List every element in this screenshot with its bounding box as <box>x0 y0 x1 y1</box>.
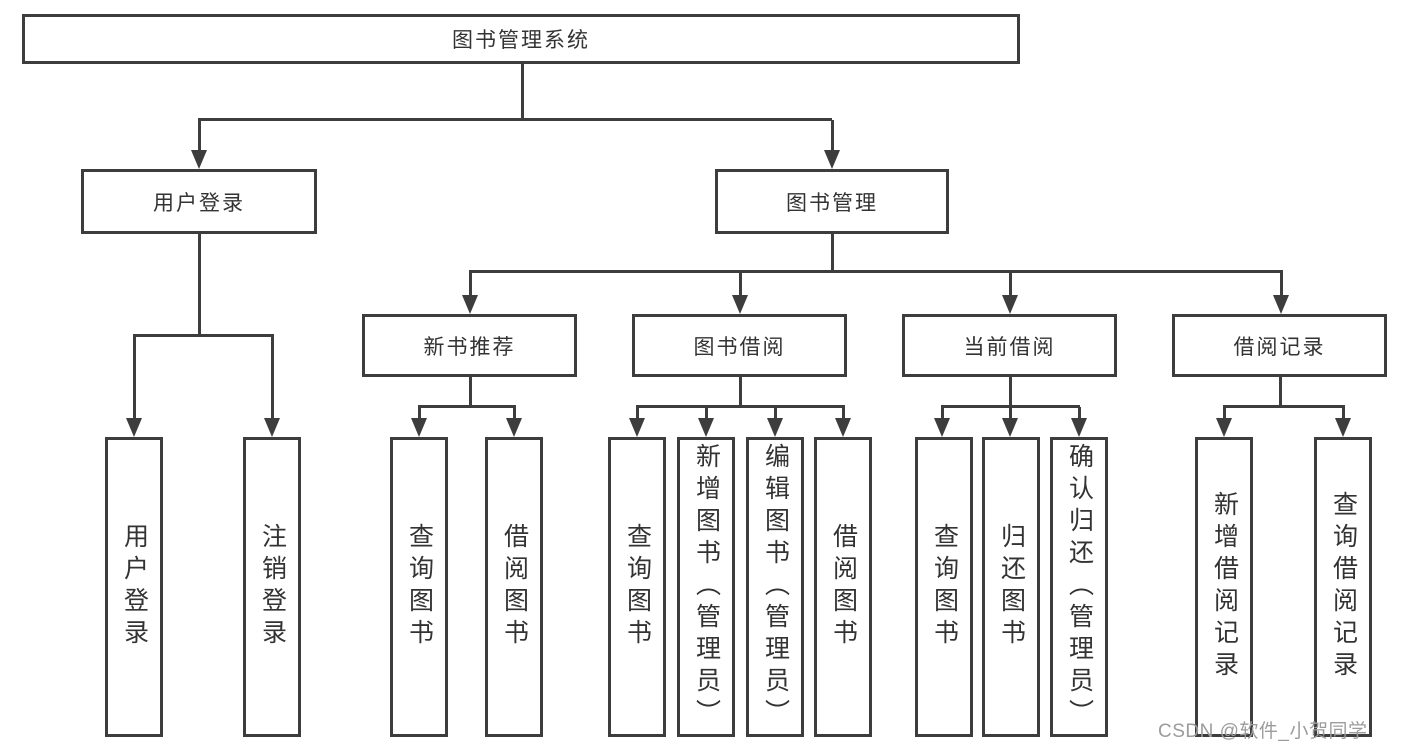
node-user-login: 用户登录 <box>81 169 317 234</box>
connector-line <box>1008 272 1012 296</box>
connector-line <box>468 377 472 407</box>
connector-line <box>197 234 201 336</box>
arrowhead-icon <box>1002 295 1018 314</box>
connector-line <box>468 270 1283 273</box>
connector-line <box>512 407 516 421</box>
connector-line <box>940 407 944 421</box>
connector-line <box>1077 407 1081 421</box>
connector-line <box>738 272 742 296</box>
leaf-return-books: 归还图书 <box>982 437 1040 737</box>
connector-line <box>197 120 201 151</box>
leaf-add-books-admin: 新增图书（管理员） <box>677 437 735 737</box>
connector-line <box>738 377 742 407</box>
leaf-confirm-return-admin: 确认归还（管理员） <box>1050 437 1108 737</box>
arrowhead-icon <box>1216 418 1232 437</box>
leaf-edit-books-admin: 编辑图书（管理员） <box>746 437 804 737</box>
connector-line <box>704 407 708 421</box>
arrowhead-icon <box>1071 418 1087 437</box>
connector-line <box>417 405 516 408</box>
node-borrowing-records: 借阅记录 <box>1172 314 1387 377</box>
arrowhead-icon <box>629 418 645 437</box>
connector-line <box>940 405 1080 408</box>
connector-line <box>635 405 845 408</box>
leaf-borrow-books-2: 借阅图书 <box>814 437 872 737</box>
node-root: 图书管理系统 <box>22 14 1020 64</box>
connector-line <box>270 336 274 419</box>
connector-line <box>1008 407 1012 421</box>
leaf-query-books-1: 查询图书 <box>390 437 448 737</box>
connector-line <box>830 120 834 151</box>
connector-line <box>1008 377 1012 407</box>
arrowhead-icon <box>835 418 851 437</box>
connector-line <box>197 118 832 121</box>
leaf-query-books-2: 查询图书 <box>608 437 666 737</box>
arrowhead-icon <box>1273 295 1289 314</box>
leaf-query-borrow-record: 查询借阅记录 <box>1314 437 1372 737</box>
connector-line <box>773 407 777 421</box>
leaf-borrow-books-1: 借阅图书 <box>485 437 543 737</box>
connector-line <box>635 407 639 421</box>
node-book-management: 图书管理 <box>715 169 949 234</box>
connector-line <box>1222 405 1345 408</box>
arrowhead-icon <box>1002 418 1018 437</box>
leaf-logout: 注销登录 <box>243 437 301 737</box>
arrowhead-icon <box>698 418 714 437</box>
arrowhead-icon <box>126 418 142 437</box>
connector-line <box>520 64 524 120</box>
node-book-borrowing: 图书借阅 <box>632 314 847 377</box>
arrowhead-icon <box>824 150 840 169</box>
arrowhead-icon <box>411 418 427 437</box>
node-current-borrowing: 当前借阅 <box>902 314 1117 377</box>
arrowhead-icon <box>264 418 280 437</box>
connector-line <box>1341 407 1345 421</box>
leaf-user-login: 用户登录 <box>105 437 163 737</box>
arrowhead-icon <box>1335 418 1351 437</box>
arrowhead-icon <box>767 418 783 437</box>
arrowhead-icon <box>191 150 207 169</box>
connector-line <box>830 234 834 272</box>
csdn-watermark: CSDN @软件_小贺同学 <box>1158 721 1368 742</box>
arrowhead-icon <box>462 295 478 314</box>
arrowhead-icon <box>934 418 950 437</box>
connector-line <box>132 334 274 337</box>
connector-line <box>1222 407 1226 421</box>
connector-line <box>132 336 136 419</box>
node-new-book-recommend: 新书推荐 <box>362 314 577 377</box>
connector-line <box>841 407 845 421</box>
connector-line <box>468 272 472 296</box>
arrowhead-icon <box>506 418 522 437</box>
connector-line <box>417 407 421 421</box>
arrowhead-icon <box>732 295 748 314</box>
leaf-query-books-3: 查询图书 <box>915 437 973 737</box>
connector-line <box>1278 377 1282 407</box>
connector-line <box>1279 272 1283 296</box>
leaf-add-borrow-record: 新增借阅记录 <box>1195 437 1253 737</box>
